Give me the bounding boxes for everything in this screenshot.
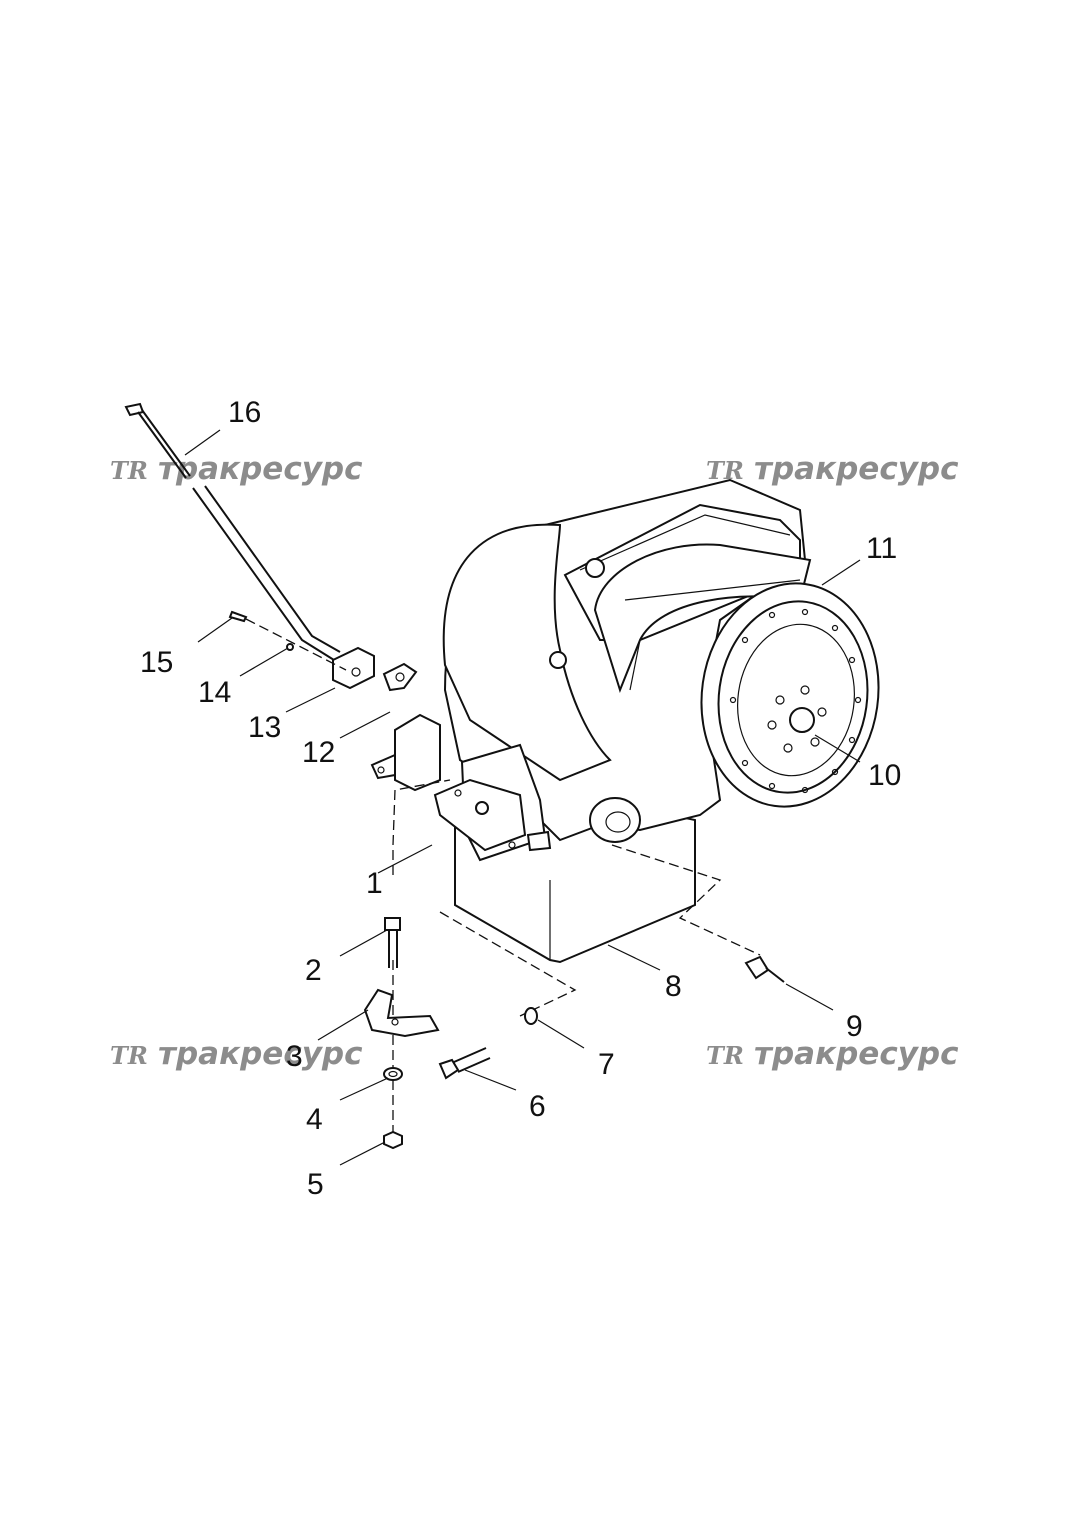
callout-10: 10	[868, 759, 901, 792]
watermark-bottom-right: TR тракресурс	[706, 1036, 959, 1072]
callout-16: 16	[228, 396, 261, 429]
watermark-text: тракресурс	[754, 1036, 959, 1072]
dipstick-assembly	[124, 402, 418, 692]
watermark-text: тракресурс	[158, 451, 363, 487]
callout-14: 14	[198, 676, 231, 709]
callout-1: 1	[366, 867, 383, 900]
watermark-text: тракресурс	[754, 451, 959, 487]
flange-bolts	[729, 608, 862, 794]
callout-11: 11	[866, 532, 897, 565]
watermark-top-left: TR тракресурс	[110, 451, 363, 487]
callout-8: 8	[665, 970, 682, 1003]
leader-lines	[184, 429, 861, 1166]
callout-6: 6	[529, 1090, 546, 1123]
watermark-bottom-left: TR тракресурс	[110, 1036, 363, 1072]
watermark-logo: TR	[706, 1041, 744, 1070]
callout-3: 3	[286, 1040, 303, 1073]
callout-13: 13	[248, 711, 281, 744]
callout-9: 9	[846, 1010, 863, 1043]
callout-4: 4	[306, 1103, 323, 1136]
transmission-housing	[370, 478, 880, 964]
callout-7: 7	[598, 1048, 615, 1081]
watermark-logo: TR	[706, 456, 744, 485]
watermark-top-right: TR тракресурс	[706, 451, 959, 487]
mount-hardware	[363, 779, 785, 1150]
callout-12: 12	[302, 736, 335, 769]
watermark-logo: TR	[110, 456, 148, 485]
watermark-logo: TR	[110, 1041, 148, 1070]
callout-2: 2	[305, 954, 322, 987]
watermark-text: тракресурс	[158, 1036, 363, 1072]
callout-15: 15	[140, 646, 173, 679]
callout-labels: 1 2 3 4 5 6 7 8 9 10 11 12 13 14 15 16	[140, 396, 901, 1201]
callout-5: 5	[307, 1168, 324, 1201]
